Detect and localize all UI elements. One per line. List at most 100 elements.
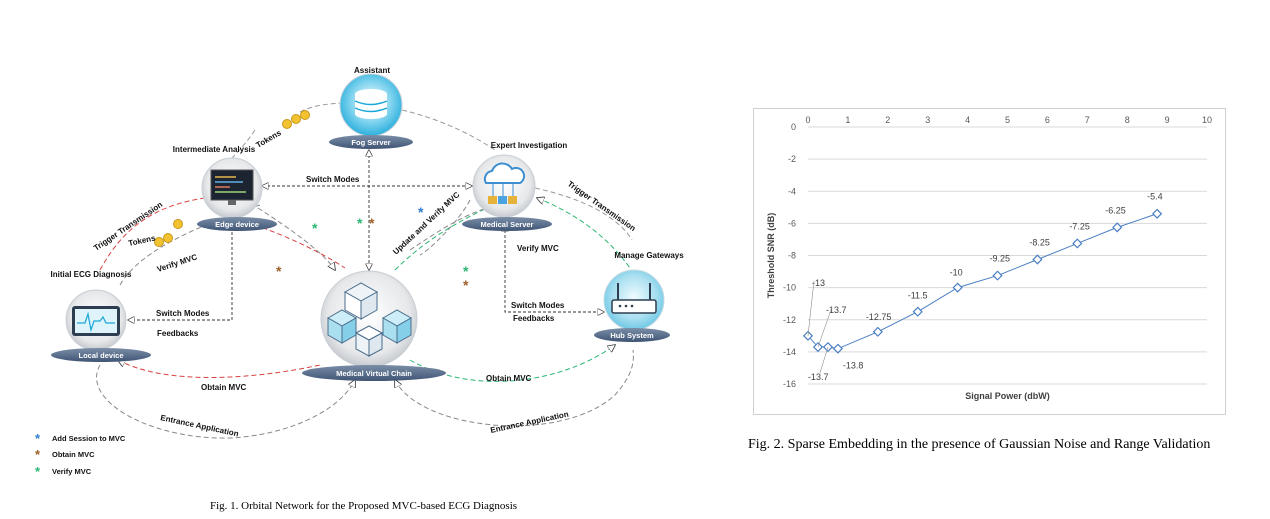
data-point-marker: [952, 282, 963, 293]
data-label: -10: [950, 268, 963, 278]
fig2-caption: Fig. 2. Sparse Embedding in the presence…: [748, 437, 1211, 452]
data-point-marker: [872, 326, 883, 337]
data-label: -11.5: [908, 291, 928, 301]
legend-label-1: Obtain MVC: [52, 450, 95, 459]
tablet-ecg-icon: [72, 306, 120, 336]
tokens-label-top: Tokens: [255, 128, 284, 150]
x-tick-label: 10: [1202, 115, 1212, 125]
data-label: -5.4: [1147, 192, 1163, 202]
fog-server-node: Assistant Fog Server: [329, 66, 413, 149]
data-label: -13.7: [826, 305, 847, 315]
chain-label: Medical Virtual Chain: [336, 369, 412, 378]
router-icon: [611, 283, 657, 314]
legend-label-2: Verify MVC: [52, 467, 92, 476]
medical-virtual-chain-node: Medical Virtual Chain: [302, 270, 446, 381]
data-point-marker: [1152, 208, 1163, 219]
local-device-title: Initial ECG Diagnosis: [51, 270, 132, 279]
data-point-marker: [812, 341, 824, 353]
svg-text:*: *: [369, 215, 375, 231]
tokens-coins-edge: [154, 219, 183, 247]
y-tick-label: -14: [783, 347, 796, 357]
database-icon: [354, 89, 388, 119]
medical-server-node: Expert Investigation Medical Server: [462, 141, 567, 231]
feedbacks-left-label: Feedbacks: [157, 329, 199, 338]
y-tick-label: -6: [788, 218, 796, 228]
x-tick-label: 9: [1165, 115, 1170, 125]
medical-server-title: Expert Investigation: [491, 141, 568, 150]
switch-modes-right-label: Switch Modes: [511, 301, 565, 310]
svg-text:*: *: [463, 277, 469, 293]
trigger-transmission-right: Trigger Transmission: [566, 179, 638, 233]
data-point-marker: [822, 341, 834, 353]
svg-text:*: *: [418, 204, 424, 220]
y-axis-title: Threshold SNR (dB): [766, 213, 776, 299]
x-tick-label: 1: [845, 115, 850, 125]
data-point-marker: [832, 343, 844, 354]
obtain-mvc-right-label: Obtain MVC: [486, 374, 532, 383]
tokens-coins-top: [282, 110, 310, 129]
data-point-marker: [1072, 238, 1083, 249]
blockchain-cubes-icon: [326, 282, 413, 357]
feedbacks-right-label: Feedbacks: [513, 314, 555, 323]
switch-modes-left-label: Switch Modes: [156, 309, 210, 318]
data-point-marker: [1032, 254, 1043, 265]
obtain-mvc-left-label: Obtain MVC: [201, 383, 247, 392]
y-tick-label: -10: [783, 283, 796, 293]
x-tick-label: 4: [965, 115, 970, 125]
cloud-network-icon: [483, 162, 526, 204]
y-tick-label: -8: [788, 251, 796, 261]
svg-text:*: *: [312, 220, 318, 236]
svg-text:*: *: [357, 215, 363, 231]
tokens-label-edge: Tokens: [128, 233, 157, 248]
edge-device-label: Edge device: [215, 220, 259, 229]
x-tick-label: 8: [1125, 115, 1130, 125]
data-point-marker: [1112, 222, 1123, 233]
entrance-application-left-label: Entrance Application: [160, 413, 240, 438]
y-tick-label: -12: [783, 315, 796, 325]
verify-mvc-left-label: Verify MVC: [156, 252, 199, 274]
label-leader-line: [817, 306, 833, 348]
x-tick-label: 6: [1045, 115, 1050, 125]
update-verify-mvc-label: Update and Verify MVC: [391, 190, 461, 256]
x-axis-title: Signal Power (dbW): [965, 391, 1050, 401]
x-tick-label: 3: [925, 115, 930, 125]
fig1-caption: Fig. 1. Orbital Network for the Proposed…: [210, 500, 518, 512]
data-label: -13: [812, 278, 825, 288]
edge-device-node: Intermediate Analysis Edge device: [173, 145, 277, 231]
hub-system-node: Manage Gateways Hub System: [594, 251, 684, 342]
x-tick-label: 0: [805, 115, 810, 125]
data-point-marker: [992, 270, 1003, 281]
svg-text:*: *: [463, 263, 469, 279]
legend-symbol-0: *: [35, 431, 41, 446]
fog-server-label: Fog Server: [351, 138, 390, 147]
local-device-label: Local device: [78, 351, 123, 360]
data-point-marker: [912, 306, 923, 317]
y-tick-label: -16: [783, 379, 796, 389]
legend-symbol-1: *: [35, 447, 41, 462]
data-label: -9.25: [990, 254, 1011, 264]
data-label: -13.8: [843, 361, 864, 371]
edge-device-title: Intermediate Analysis: [173, 145, 256, 154]
fog-server-title: Assistant: [354, 66, 390, 75]
label-leader-line: [819, 346, 829, 374]
data-label: -6.25: [1105, 205, 1126, 215]
y-tick-label: 0: [791, 122, 796, 132]
medical-server-label: Medical Server: [481, 220, 534, 229]
y-tick-label: -2: [788, 154, 796, 164]
legend-label-0: Add Session to MVC: [52, 434, 126, 443]
x-tick-label: 7: [1085, 115, 1090, 125]
data-label: -12.75: [866, 312, 892, 322]
monitor-icon: [210, 169, 254, 205]
hub-system-title: Manage Gateways: [614, 251, 684, 260]
hub-system-label: Hub System: [610, 331, 654, 340]
verify-mvc-right-label: Verify MVC: [517, 244, 559, 253]
svg-text:*: *: [276, 263, 282, 279]
x-tick-label: 2: [885, 115, 890, 125]
fig1-legend: * Add Session to MVC * Obtain MVC * Veri…: [35, 431, 126, 479]
entrance-application-right-label: Entrance Application: [490, 410, 570, 435]
data-label: -7.25: [1069, 221, 1090, 231]
local-device-node: Initial ECG Diagnosis Local device: [51, 270, 151, 362]
label-leader-line: [807, 280, 815, 336]
